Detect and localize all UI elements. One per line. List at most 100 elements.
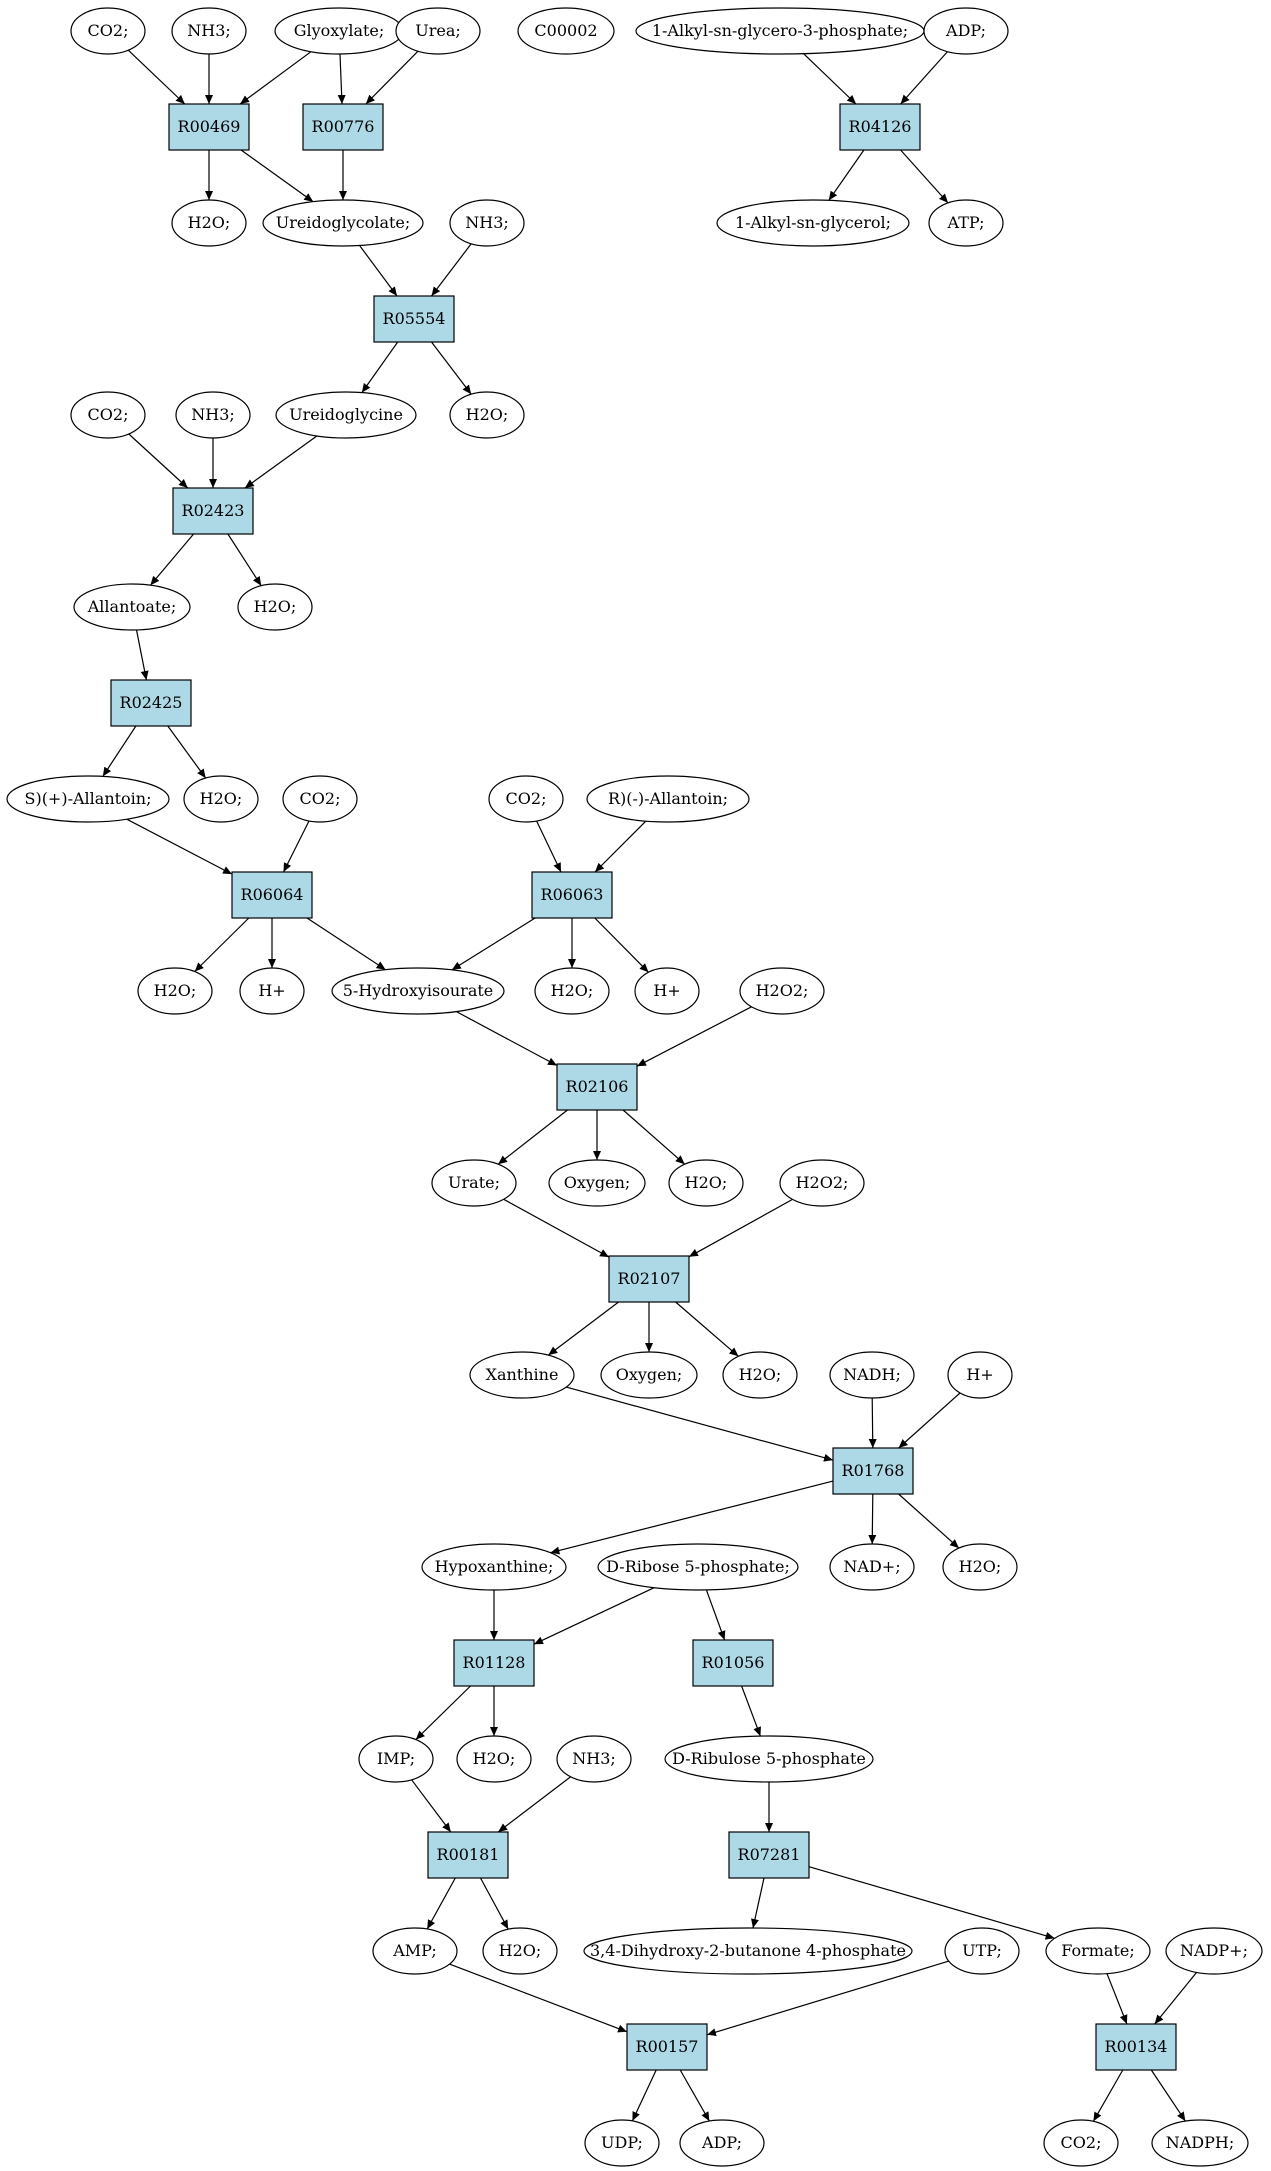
edges-layer xyxy=(102,49,1198,2122)
node-label: R06064 xyxy=(241,885,304,904)
reaction-box xyxy=(302,103,384,151)
compound-ellipse xyxy=(171,199,247,247)
node-label: NH3; xyxy=(191,405,235,424)
compound-node-h2o-i: H2O; xyxy=(942,1543,1018,1591)
reaction-node-r06064: R06064 xyxy=(231,871,313,919)
node-label: H+ xyxy=(966,1365,993,1384)
edge-urate-to-r02107 xyxy=(503,1198,610,1258)
reaction-node-r04126: R04126 xyxy=(839,103,921,151)
compound-ellipse xyxy=(679,2119,765,2167)
node-label: 3,4-Dihydroxy-2-butanone 4-phosphate xyxy=(590,1941,906,1960)
compound-ellipse xyxy=(584,2119,660,2167)
node-label: R00776 xyxy=(312,117,375,136)
node-label: NH3; xyxy=(187,21,231,40)
edge-h2o2_a-to-r02106 xyxy=(636,1006,752,1067)
node-label: H2O; xyxy=(473,1749,516,1768)
reaction-box xyxy=(531,871,613,919)
edge-r06063-to-hydroxyisourate xyxy=(451,917,536,971)
edge-r05554-to-h2o_b xyxy=(431,341,472,395)
node-label: R00181 xyxy=(437,1845,500,1864)
edge-glyoxylate-to-r00776 xyxy=(337,53,346,105)
node-label: H2O; xyxy=(200,789,243,808)
compound-node-amp: AMP; xyxy=(372,1927,458,1975)
edge-r07281-to-dihydroxy_butanone xyxy=(751,1877,765,1929)
node-label: H2O; xyxy=(466,405,509,424)
compound-node-utp: UTP; xyxy=(944,1927,1020,1975)
compound-node-alkyl-glycerol: 1-Alkyl-sn-glycerol; xyxy=(716,199,910,247)
edge-adp_a-to-r04126 xyxy=(900,51,948,105)
compound-ellipse xyxy=(137,967,213,1015)
compound-ellipse xyxy=(944,1927,1020,1975)
compound-ellipse xyxy=(534,967,610,1015)
compound-node-nh3-b: NH3; xyxy=(449,199,525,247)
edge-d_ribose5p-to-r01128 xyxy=(533,1587,655,1645)
compound-node-ureidoglycine: Ureidoglycine xyxy=(275,391,417,439)
compound-ellipse xyxy=(668,1159,744,1207)
compound-node-h2o-h: H2O; xyxy=(722,1351,798,1399)
compound-ellipse xyxy=(597,1543,799,1591)
node-label: NH3; xyxy=(465,213,509,232)
reaction-box xyxy=(556,1063,638,1111)
edge-nh3_d-to-r00181 xyxy=(497,1776,571,1833)
node-label: H2O; xyxy=(499,1941,542,1960)
reaction-node-r07281: R07281 xyxy=(728,1831,810,1879)
compound-ellipse xyxy=(583,1927,913,1975)
node-label: 1-Alkyl-sn-glycerol; xyxy=(735,213,891,232)
compound-node-nadplus: NAD+; xyxy=(829,1543,915,1591)
reaction-node-r02423: R02423 xyxy=(172,487,254,535)
compound-node-adp-a: ADP; xyxy=(923,7,1009,55)
node-label: Xanthine xyxy=(486,1365,559,1384)
edge-nadh-to-r01768 xyxy=(868,1397,877,1449)
reaction-node-r06063: R06063 xyxy=(531,871,613,919)
compound-node-alkyl-g3p: 1-Alkyl-sn-glycero-3-phosphate; xyxy=(635,7,925,55)
compound-ellipse xyxy=(6,775,170,823)
node-label: Urate; xyxy=(448,1173,500,1192)
node-label: H2O; xyxy=(685,1173,728,1192)
edge-r06063-to-hplus_b xyxy=(594,917,649,973)
compound-ellipse xyxy=(1151,2119,1249,2167)
compound-node-c00002: C00002 xyxy=(517,7,615,55)
node-label: H+ xyxy=(258,981,285,1000)
compound-ellipse xyxy=(928,199,1004,247)
compound-ellipse xyxy=(70,7,146,55)
reaction-node-r00157: R00157 xyxy=(626,2023,708,2071)
edge-r01128-to-imp xyxy=(415,1685,471,1741)
edge-r02106-to-h2o_g xyxy=(622,1109,686,1165)
compound-ellipse xyxy=(1165,1927,1263,1975)
edge-imp-to-r00181 xyxy=(411,1779,452,1833)
reaction-box xyxy=(692,1639,774,1687)
node-label: H2O; xyxy=(551,981,594,1000)
node-label: R05554 xyxy=(383,309,446,328)
compound-node-h2o-c: H2O; xyxy=(237,583,313,631)
edge-r02425-to-s_allantoin xyxy=(102,725,137,777)
node-label: Formate; xyxy=(1061,1941,1135,1960)
edge-r01056-to-d_ribulose5p xyxy=(741,1685,761,1737)
compound-node-hplus-b: H+ xyxy=(634,967,700,1015)
node-label: CO2; xyxy=(88,405,129,424)
node-label: D-Ribulose 5-phosphate xyxy=(672,1749,866,1768)
node-label: NADPH; xyxy=(1166,2133,1235,2152)
node-label: CO2; xyxy=(300,789,341,808)
edge-amp-to-r00157 xyxy=(449,1963,628,2033)
edge-r00181-to-amp xyxy=(426,1877,456,1930)
node-label: ADP; xyxy=(701,2133,742,2152)
compound-node-d-ribulose5p: D-Ribulose 5-phosphate xyxy=(664,1735,874,1783)
compound-ellipse xyxy=(1043,2119,1119,2167)
compound-ellipse xyxy=(183,775,259,823)
compound-ellipse xyxy=(469,1351,575,1399)
compound-ellipse xyxy=(586,775,750,823)
node-label: H+ xyxy=(653,981,680,1000)
node-label: H2O; xyxy=(739,1365,782,1384)
edge-ureidoglycine-to-r02423 xyxy=(244,435,318,489)
edge-co2_b-to-r02423 xyxy=(128,433,189,489)
reaction-box xyxy=(168,103,250,151)
compound-node-nadph: NADPH; xyxy=(1151,2119,1249,2167)
node-label: NADP+; xyxy=(1180,1941,1248,1960)
compound-node-hplus-c: H+ xyxy=(947,1351,1013,1399)
compound-ellipse xyxy=(947,1351,1013,1399)
node-label: AMP; xyxy=(392,1941,437,1960)
edge-co2_a-to-r00469 xyxy=(127,49,186,105)
edge-d_ribose5p-to-r01056 xyxy=(705,1589,726,1641)
reaction-node-r01056: R01056 xyxy=(692,1639,774,1687)
compound-node-h2o-k: H2O; xyxy=(482,1927,558,1975)
